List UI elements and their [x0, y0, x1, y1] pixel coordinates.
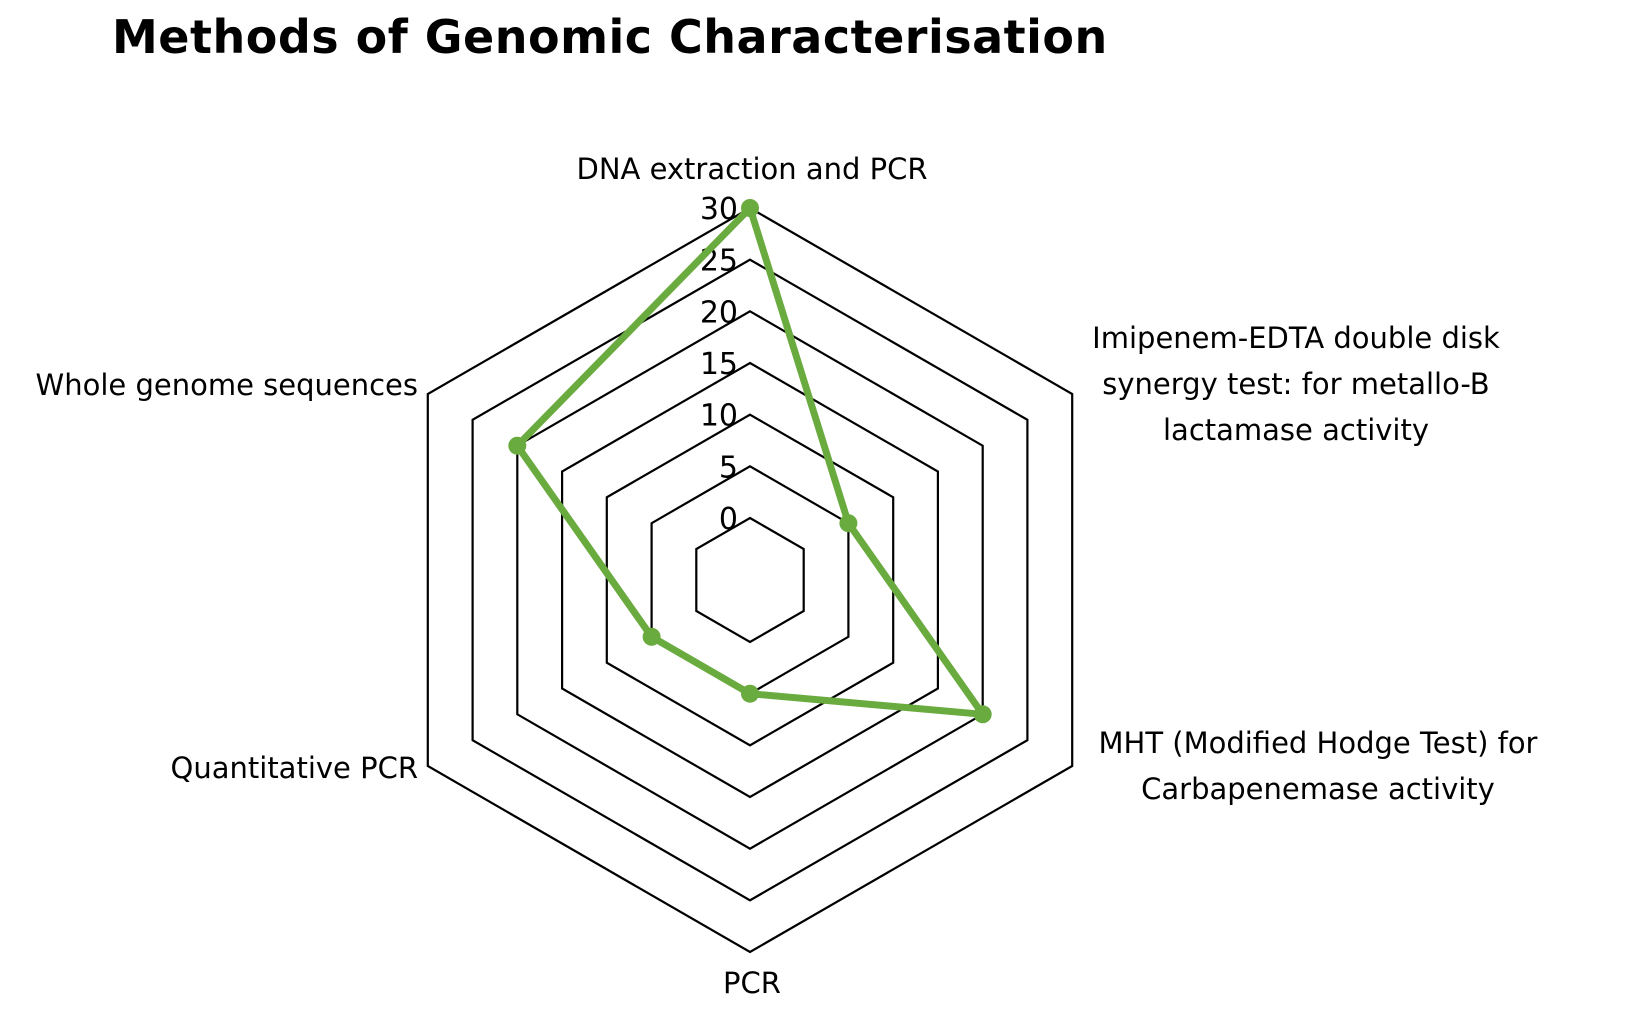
data-point	[741, 684, 759, 703]
grid-ring-5	[650, 465, 850, 695]
data-point	[741, 199, 759, 217]
data-point	[642, 627, 661, 646]
grid-ring-15	[560, 361, 940, 799]
data-point	[839, 514, 858, 533]
tick-label: 10	[700, 399, 738, 434]
category-label: Quantitative PCR	[171, 751, 418, 785]
category-label: PCR	[723, 966, 781, 1000]
category-label: synergy test: for metallo-B	[1102, 367, 1489, 401]
category-label: Whole genome sequences	[36, 368, 418, 402]
chart-title: Methods of Genomic Characterisation	[112, 10, 1108, 64]
grid-ring-10	[605, 413, 895, 747]
tick-label: 15	[700, 347, 738, 382]
data-point	[508, 436, 527, 455]
tick-label: 30	[700, 192, 738, 227]
series-line	[513, 204, 987, 718]
category-label: DNA extraction and PCR	[576, 152, 927, 186]
series-layer	[508, 199, 992, 724]
grid-ring-20	[516, 310, 984, 850]
category-labels: DNA extraction and PCR Imipenem-EDTA doub…	[36, 152, 1538, 1000]
radar-grid	[426, 206, 1074, 954]
grid-ring-30	[426, 206, 1074, 954]
category-label: Imipenem-EDTA double disk	[1092, 321, 1500, 355]
grid-ring-0	[695, 516, 805, 644]
tick-label: 0	[719, 502, 738, 537]
tick-label: 5	[719, 450, 738, 485]
category-label: MHT (Modified Hodge Test) for	[1099, 726, 1538, 760]
tick-label: 20	[700, 295, 738, 330]
category-label: lactamase activity	[1163, 413, 1429, 447]
category-label: Carbapenemase activity	[1141, 772, 1495, 806]
data-point	[973, 705, 992, 724]
grid-ring-25	[471, 258, 1029, 902]
